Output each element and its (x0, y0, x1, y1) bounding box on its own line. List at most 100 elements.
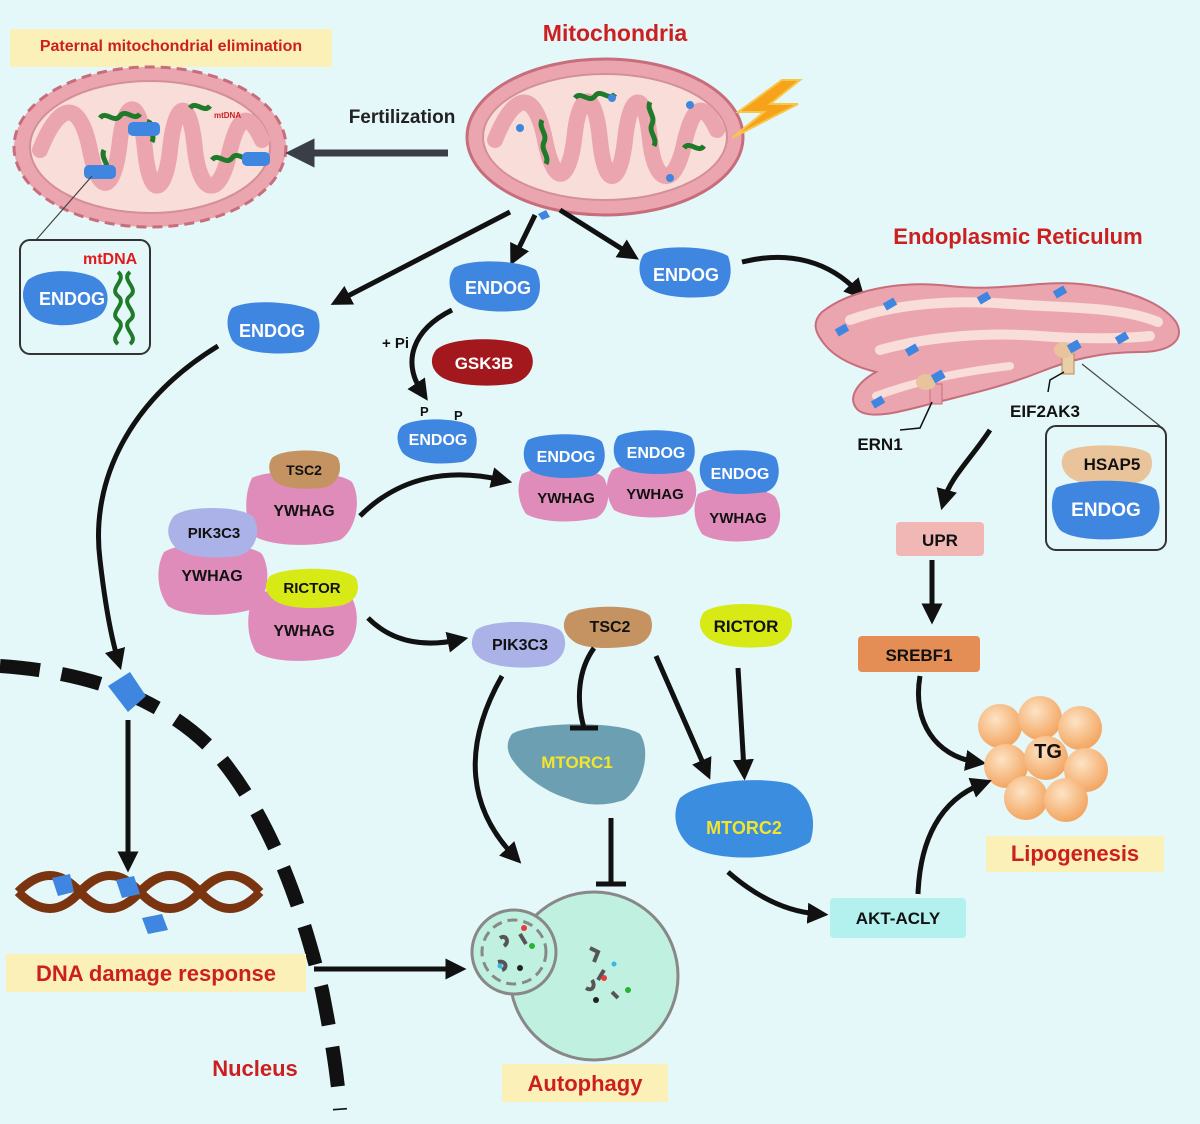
dna-damage-label-box (6, 954, 306, 992)
arrow-srebf1-tg (916, 675, 987, 771)
endog-left-label: ENDOG (239, 321, 305, 341)
ern1-label: ERN1 (857, 435, 902, 454)
rictor-free: RICTOR (699, 603, 792, 648)
mtdna-callout-line (35, 175, 93, 241)
arrow-pik3c3-autophagy (472, 674, 522, 864)
hsap5-callout (1081, 363, 1161, 427)
ywhag-2-label: YWHAG (181, 568, 242, 585)
endog-ywhag-complex-1: YWHAG ENDOG (518, 434, 609, 522)
endog-ywhag-3-label: ENDOG (711, 466, 770, 483)
dna-helix (14, 871, 264, 934)
srebf1-box: SREBF1 (858, 636, 980, 672)
arrow-to-endog-ywhag (358, 467, 513, 518)
arrow-mito-to-endog-center (510, 213, 538, 266)
lightning-icon (731, 79, 803, 139)
endog-center: ENDOG (449, 261, 540, 312)
endog-ywhag-1-label: ENDOG (537, 449, 596, 466)
arrow-er-upr (936, 428, 993, 511)
er-title: Endoplasmic Reticulum (893, 224, 1142, 249)
tsc2-free: TSC2 (563, 606, 652, 648)
endog-ywhag-2-label: ENDOG (627, 445, 686, 462)
mtdna-inset: ENDOG mtDNA (19, 239, 151, 355)
endog-nuclear-entry (108, 672, 146, 712)
fertilization-label: Fertilization (349, 107, 456, 128)
eif2ak3-callout (1047, 371, 1065, 393)
arrow-endog-to-er (741, 254, 866, 300)
mtorc2-label: MTORC2 (706, 818, 782, 838)
mitochondria-title: Mitochondria (543, 20, 688, 46)
nuclear-envelope (0, 659, 347, 1111)
endog-p-label: ENDOG (409, 432, 468, 449)
akt-acly-box: AKT-ACLY (830, 898, 966, 938)
endog-ywhag-complex-3: YWHAG ENDOG (694, 450, 781, 542)
gsk3b-label: GSK3B (455, 354, 514, 373)
inset-mtdna-label: mtDNA (83, 251, 138, 268)
upr-box: UPR (896, 522, 984, 556)
rictor-on-ywhag-label: RICTOR (283, 580, 340, 597)
arrow-mito-to-endog-right (558, 207, 639, 260)
phospho-p1: P (420, 404, 429, 419)
endog-right: ENDOG (639, 247, 731, 298)
pik3c3-free-label: PIK3C3 (492, 637, 548, 654)
endog-phosphorylated: ENDOG P P (397, 404, 477, 464)
pi-label: + Pi (382, 335, 409, 352)
akt-acly-label: AKT-ACLY (856, 909, 941, 928)
gsk3b: GSK3B (431, 339, 533, 386)
phospho-p2: P (454, 408, 463, 423)
arrow-mito-to-endog-left (330, 209, 512, 305)
arrow-tsc2-mtorc2 (653, 654, 712, 780)
tsc2-ywhag-complex: YWHAG TSC2 (246, 450, 357, 545)
ywhag-3-label: YWHAG (273, 623, 334, 640)
arrow-endog-phosphorylation (407, 307, 454, 401)
mtorc1: MTORC1 (507, 724, 646, 805)
pik3c3-free: PIK3C3 (471, 621, 566, 668)
rictor-free-label: RICTOR (714, 617, 779, 636)
endog-right-label: ENDOG (653, 265, 719, 285)
srebf1-label: SREBF1 (885, 646, 952, 665)
endog-left: ENDOG (227, 302, 320, 354)
dna-damage-title: DNA damage response (36, 961, 276, 986)
arrow-endog-to-nucleus (96, 343, 220, 671)
mtorc1-label: MTORC1 (541, 753, 612, 772)
tsc2-on-ywhag-label: TSC2 (286, 462, 322, 478)
endog-center-label: ENDOG (465, 278, 531, 298)
arrow-mtorc2-akt (726, 870, 829, 924)
paternal-label-box (10, 29, 332, 67)
ywhag-4-label: YWHAG (537, 490, 595, 507)
inset-endog-label: ENDOG (39, 289, 105, 309)
autophagy-label-box (502, 1064, 668, 1102)
endoplasmic-reticulum (814, 282, 1180, 416)
mtorc2: MTORC2 (675, 780, 814, 858)
triglyceride-cluster: TG (978, 696, 1108, 822)
eif2ak3-label: EIF2AK3 (1010, 402, 1080, 421)
paternal-mitochondrion: mtDNA (12, 65, 288, 229)
ern1-callout (899, 401, 933, 431)
pik3c3-ywhag-complex: YWHAG PIK3C3 (158, 507, 268, 615)
lipogenesis-label-box (986, 836, 1164, 872)
autophagy-title: Autophagy (528, 1071, 644, 1096)
rictor-ywhag-complex: YWHAG RICTOR (248, 568, 358, 661)
mitochondrion (465, 57, 745, 220)
pik3c3-on-ywhag-label: PIK3C3 (188, 525, 241, 542)
ywhag-6-label: YWHAG (709, 510, 767, 527)
inhibit-tsc2-mtorc1 (576, 646, 597, 729)
mtdna-small-label: mtDNA (214, 111, 241, 120)
hsap5-label: HSAP5 (1084, 455, 1141, 474)
lipogenesis-title: Lipogenesis (1011, 841, 1139, 866)
ywhag-1-label: YWHAG (273, 503, 334, 520)
endog-ywhag-complex-2: YWHAG ENDOG (606, 430, 697, 518)
hsap5-endog-inset: HSAP5 ENDOG (1045, 425, 1167, 551)
tg-label: TG (1034, 741, 1062, 763)
nucleus-label: Nucleus (212, 1056, 298, 1081)
hsap5-endog-label: ENDOG (1071, 500, 1141, 521)
arrow-to-free-kinases (366, 616, 469, 653)
paternal-title: Paternal mitochondrial elimination (40, 38, 302, 55)
arrow-rictor-mtorc2 (732, 667, 754, 781)
upr-label: UPR (922, 531, 958, 550)
autophagosome (470, 890, 680, 1062)
arrow-akt-tg (915, 777, 992, 895)
tsc2-free-label: TSC2 (590, 619, 631, 636)
ywhag-5-label: YWHAG (626, 486, 684, 503)
